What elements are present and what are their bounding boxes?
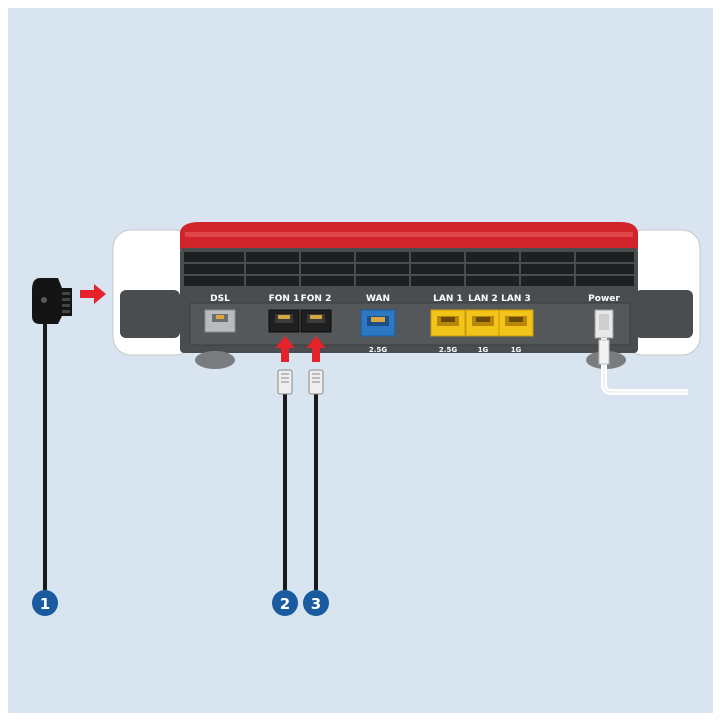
socket-lan3 bbox=[498, 309, 534, 337]
arrow-fon2 bbox=[306, 336, 326, 362]
fon1-cable bbox=[277, 369, 293, 590]
port-sub-lan1: 2.5G bbox=[439, 346, 457, 354]
callout-badge-1: 1 bbox=[32, 590, 58, 616]
port-label-fon1: FON 1 bbox=[269, 294, 300, 304]
port-sub-lan3: 1G bbox=[511, 346, 522, 354]
callout-number-3: 3 bbox=[311, 595, 321, 613]
port-label-lan1: LAN 1 bbox=[433, 294, 463, 304]
socket-dsl bbox=[204, 309, 236, 333]
socket-lan2 bbox=[465, 309, 501, 337]
socket-power bbox=[594, 309, 614, 339]
fon2-cable bbox=[308, 369, 324, 590]
port-label-lan3: LAN 3 bbox=[501, 294, 531, 304]
port-label-lan2: LAN 2 bbox=[468, 294, 498, 304]
port-label-wan: WAN bbox=[366, 294, 390, 304]
arrow-dsl bbox=[80, 284, 106, 304]
socket-wan bbox=[360, 309, 396, 337]
port-label-fon2: FON 2 bbox=[301, 294, 332, 304]
port-panel bbox=[189, 302, 631, 346]
power-cable bbox=[598, 338, 688, 395]
callout-badge-2: 2 bbox=[272, 590, 298, 616]
arrow-fon1 bbox=[275, 336, 295, 362]
router-right-dark bbox=[635, 290, 693, 338]
callout-badge-3: 3 bbox=[303, 590, 329, 616]
callout-number-1: 1 bbox=[40, 595, 50, 613]
callout-number-2: 2 bbox=[280, 595, 290, 613]
vent-lines bbox=[184, 252, 634, 286]
router-left-dark bbox=[120, 290, 180, 338]
port-sub-lan2: 1G bbox=[478, 346, 489, 354]
router-foot-left bbox=[195, 351, 235, 369]
port-sub-wan: 2.5G bbox=[369, 346, 387, 354]
socket-fon2 bbox=[300, 309, 332, 333]
socket-lan1 bbox=[430, 309, 466, 337]
port-label-power: Power bbox=[588, 294, 620, 304]
socket-fon1 bbox=[268, 309, 300, 333]
tae-plug bbox=[32, 278, 72, 590]
port-label-dsl: DSL bbox=[210, 294, 230, 304]
router-red-stripe bbox=[185, 232, 633, 237]
